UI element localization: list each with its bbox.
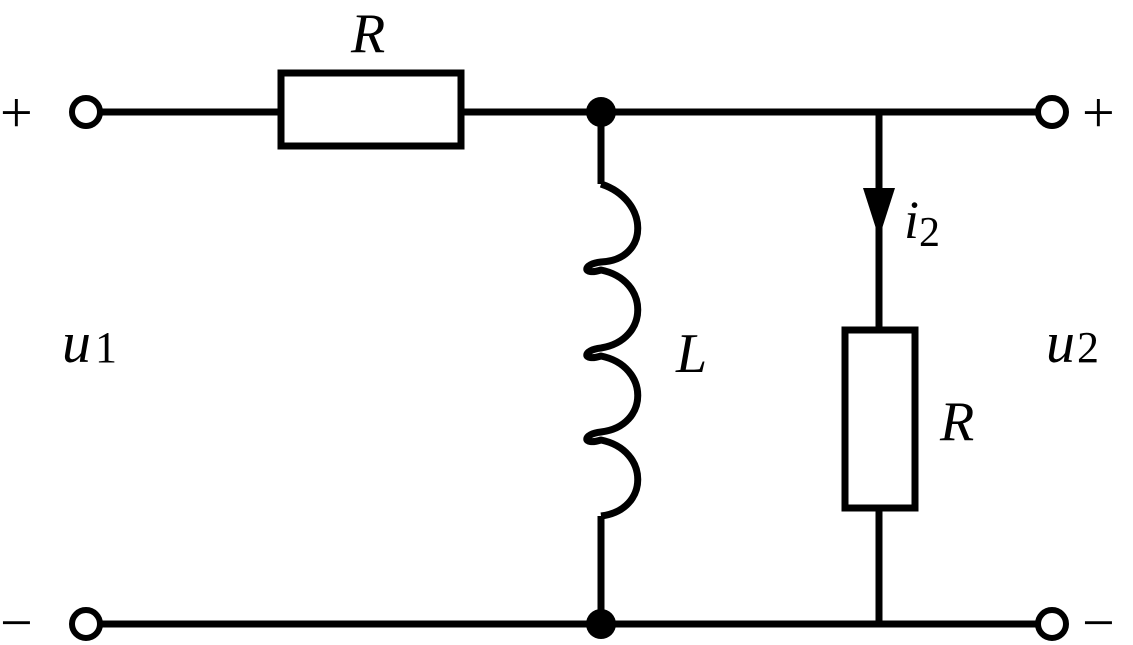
output-plus-sign: + bbox=[1082, 80, 1115, 145]
junction-node-bottom bbox=[586, 609, 616, 639]
inductor-label: L bbox=[675, 323, 707, 385]
current-symbol: i bbox=[904, 190, 919, 250]
input-voltage-label: u1 bbox=[62, 310, 117, 375]
input-terminal-top bbox=[69, 95, 103, 129]
current-label: i2 bbox=[904, 190, 940, 256]
output-terminal-bottom bbox=[1035, 607, 1069, 641]
input-voltage-subscript: 1 bbox=[95, 323, 117, 372]
input-plus-sign: + bbox=[0, 80, 33, 145]
resistor-top bbox=[277, 69, 465, 150]
output-terminal-top bbox=[1035, 95, 1069, 129]
resistor-right bbox=[841, 326, 919, 512]
resistor-right-label: R bbox=[939, 391, 974, 453]
input-minus-sign: − bbox=[0, 590, 33, 645]
current-arrow-icon bbox=[863, 188, 895, 238]
resistor-top-label: R bbox=[350, 3, 385, 65]
output-voltage-label: u2 bbox=[1046, 310, 1099, 375]
input-voltage-symbol: u bbox=[62, 310, 91, 375]
output-voltage-subscript: 2 bbox=[1077, 323, 1099, 372]
inductor bbox=[583, 180, 642, 520]
output-minus-sign: − bbox=[1082, 590, 1115, 645]
input-terminal-bottom bbox=[69, 607, 103, 641]
current-subscript: 2 bbox=[919, 210, 940, 256]
output-voltage-symbol: u bbox=[1046, 310, 1075, 375]
junction-node-top bbox=[586, 97, 616, 127]
